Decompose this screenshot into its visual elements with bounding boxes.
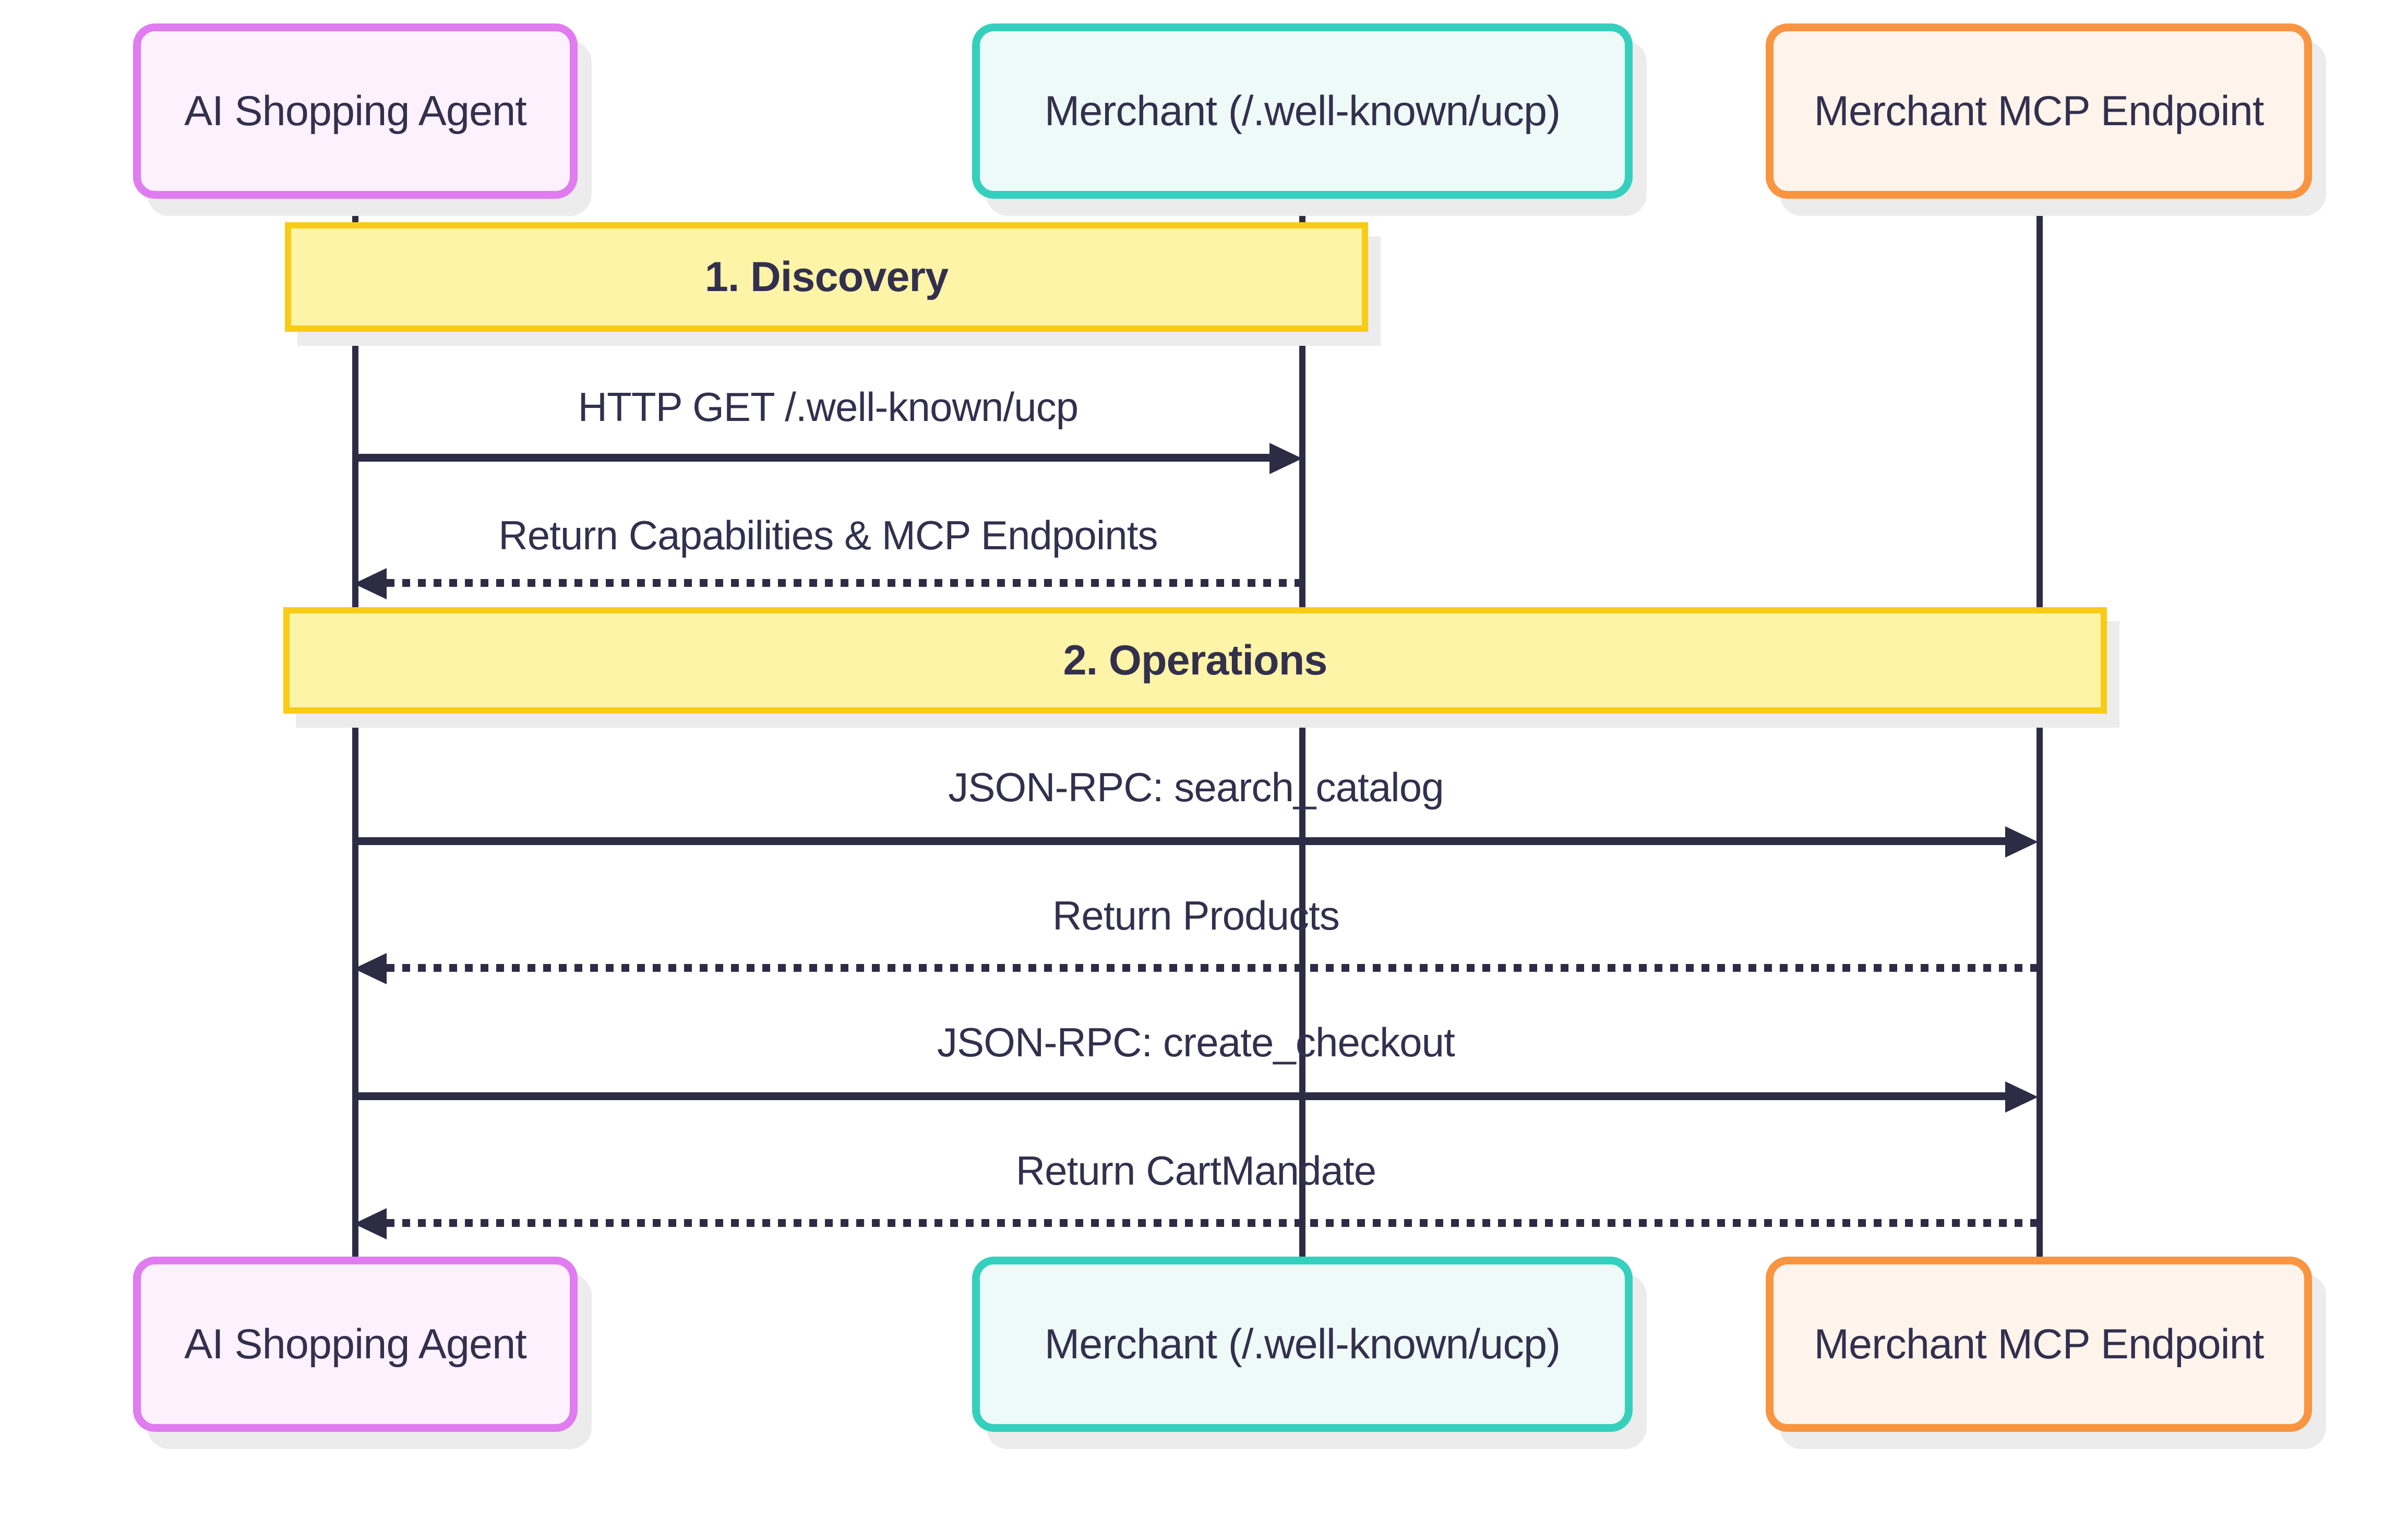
arrowhead-left-icon <box>354 568 387 599</box>
message-arrow-return-cartmandate <box>387 1219 2040 1227</box>
message-arrow-http-get <box>355 454 1273 462</box>
participant-box-agent-bottom: AI Shopping Agent <box>133 1257 578 1432</box>
lifeline-merchant <box>1299 196 1305 1260</box>
message-label-search-catalog: JSON-RPC: search_catalog <box>948 764 1444 811</box>
section-label: 2. Operations <box>1063 636 1328 683</box>
participant-box-merchant-top: Merchant (/.well-known/ucp) <box>972 23 1633 199</box>
participant-label: AI Shopping Agent <box>184 87 527 134</box>
arrowhead-left-icon <box>354 1208 387 1239</box>
participant-box-mcp-bottom: Merchant MCP Endpoint <box>1766 1257 2312 1432</box>
message-label-create-checkout: JSON-RPC: create_checkout <box>937 1019 1455 1066</box>
participant-label: Merchant (/.well-known/ucp) <box>1044 87 1561 134</box>
participant-box-agent-top: AI Shopping Agent <box>133 23 578 199</box>
participant-label: Merchant MCP Endpoint <box>1814 87 2264 134</box>
participant-label: Merchant (/.well-known/ucp) <box>1044 1320 1561 1367</box>
message-label-http-get: HTTP GET /.well-known/ucp <box>578 383 1079 430</box>
participant-label: Merchant MCP Endpoint <box>1814 1320 2264 1367</box>
arrowhead-left-icon <box>354 953 387 984</box>
message-arrow-create-checkout <box>355 1092 2007 1100</box>
section-banner-discovery: 1. Discovery <box>285 222 1368 332</box>
message-arrow-return-products <box>387 964 2040 972</box>
lifeline-mcp <box>2036 196 2042 1260</box>
participant-box-mcp-top: Merchant MCP Endpoint <box>1766 23 2312 199</box>
arrowhead-right-icon <box>2005 1081 2038 1113</box>
message-label-return-capabilities: Return Capabilities & MCP Endpoints <box>498 512 1158 559</box>
arrowhead-right-icon <box>1269 443 1302 474</box>
arrowhead-right-icon <box>2005 826 2038 858</box>
section-banner-operations: 2. Operations <box>283 607 2107 714</box>
participant-box-merchant-bottom: Merchant (/.well-known/ucp) <box>972 1257 1633 1432</box>
message-label-return-products: Return Products <box>1052 892 1340 939</box>
participant-label: AI Shopping Agent <box>184 1320 527 1367</box>
message-arrow-return-capabilities <box>387 579 1302 587</box>
lifeline-agent <box>352 196 358 1260</box>
section-label: 1. Discovery <box>704 252 949 300</box>
message-arrow-search-catalog <box>355 837 2007 845</box>
message-label-return-cartmandate: Return CartMandate <box>1015 1147 1376 1194</box>
